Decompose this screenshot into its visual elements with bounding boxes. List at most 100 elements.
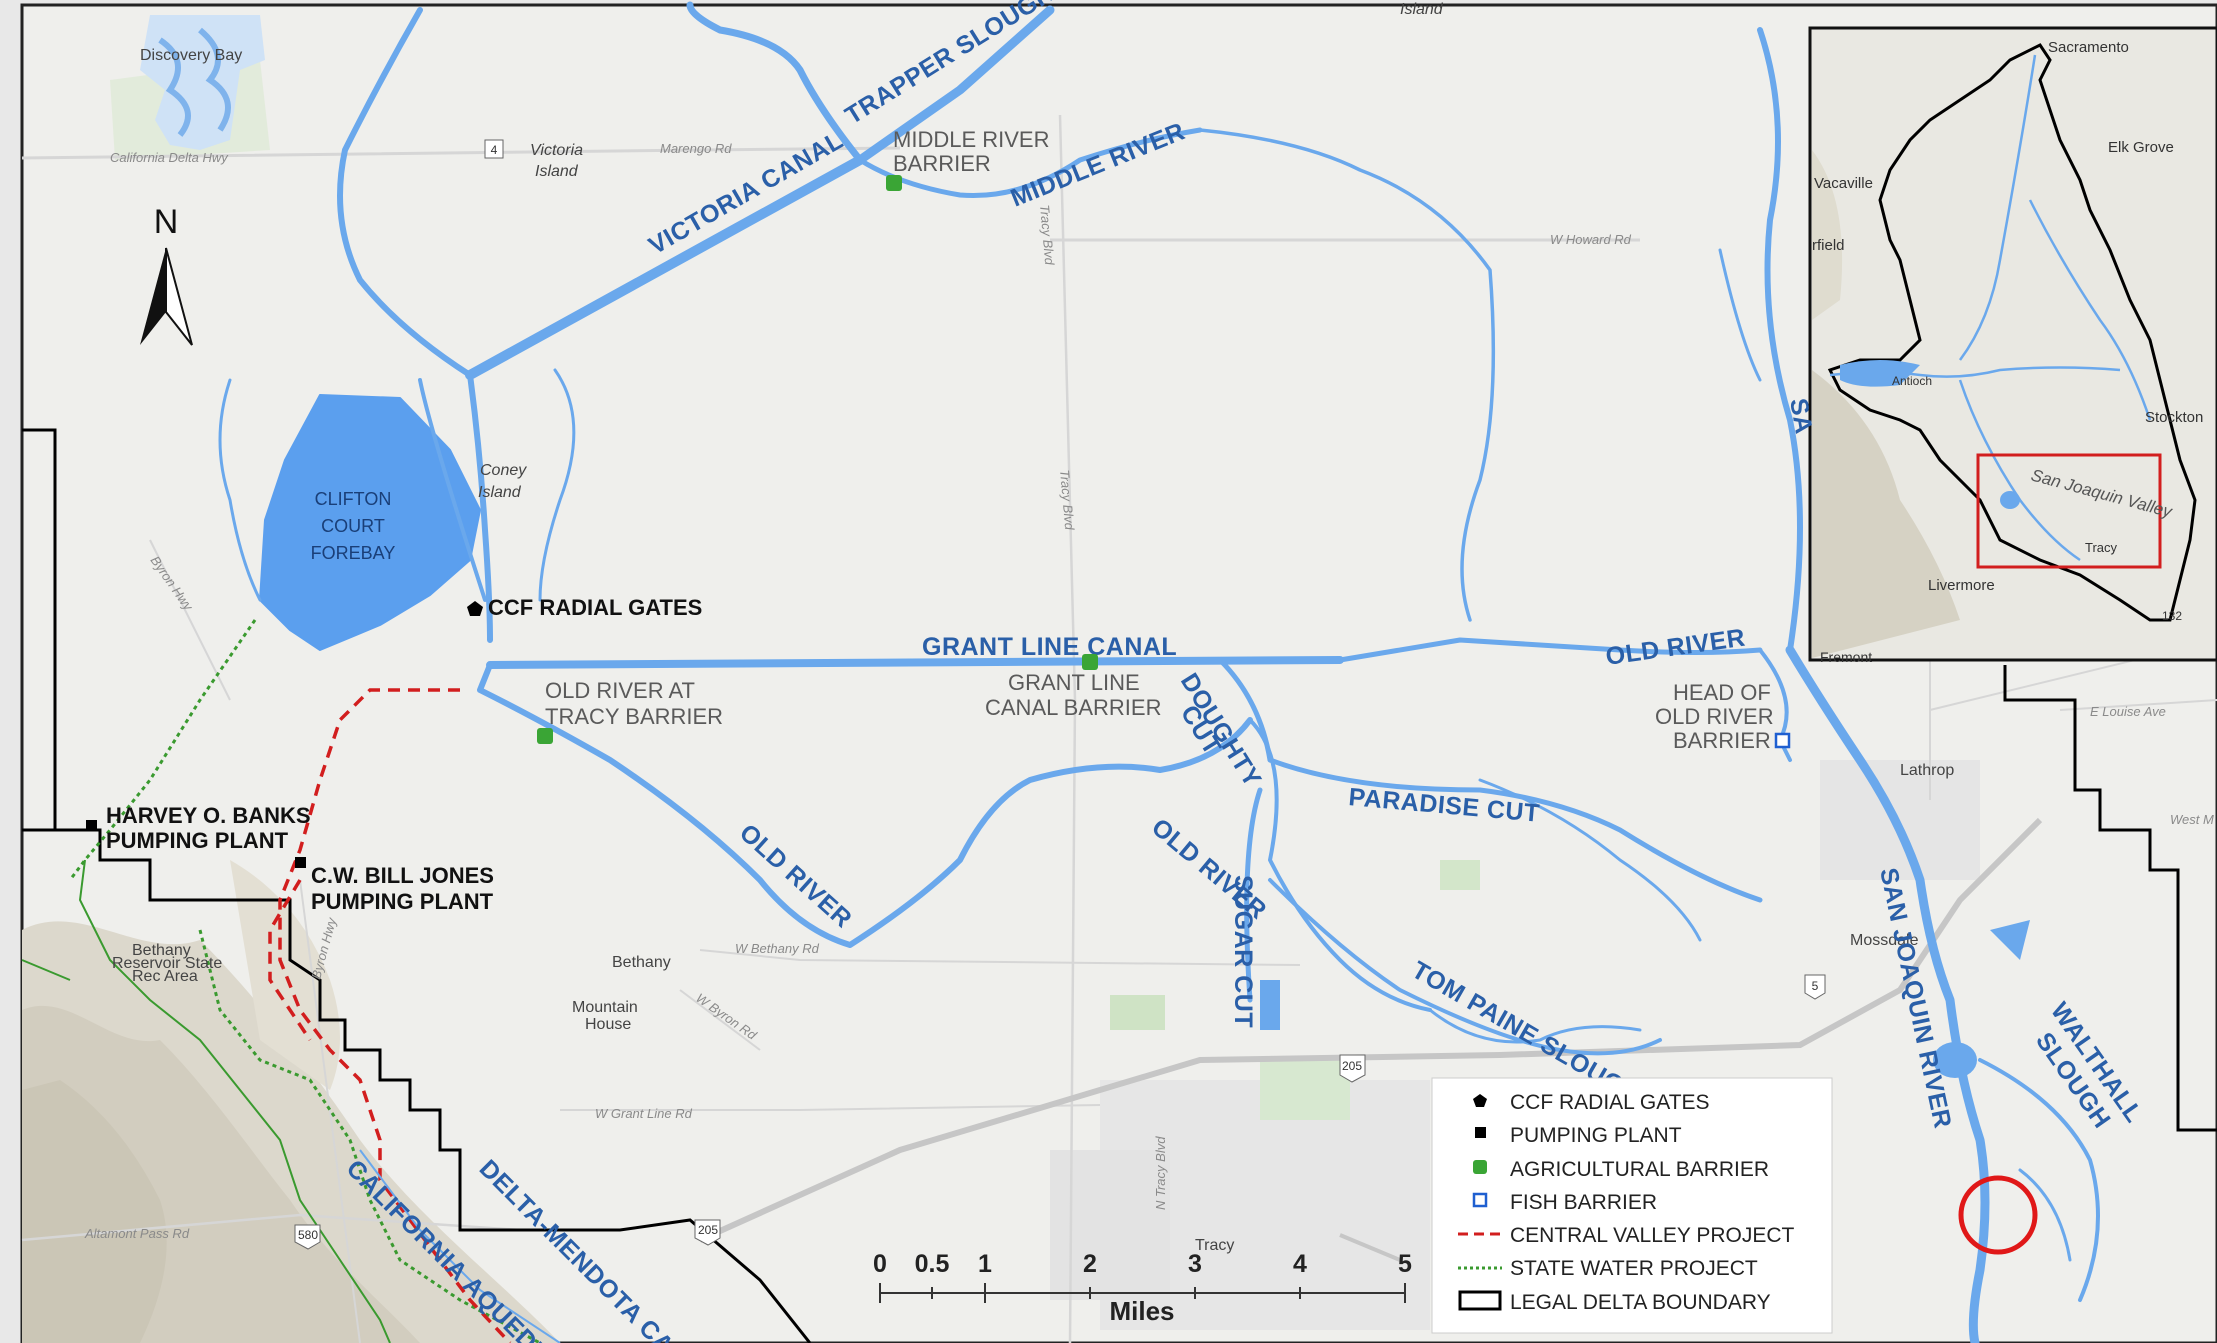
inset-focus-box bbox=[1976, 453, 2162, 569]
legend-item-label: CENTRAL VALLEY PROJECT bbox=[1510, 1224, 1795, 1247]
inset-label: SA bbox=[1784, 396, 1818, 436]
head-old-river-fish-barrier-marker bbox=[1774, 732, 1791, 749]
sugar-cut-label: SUGAR CUT bbox=[1229, 875, 1257, 1028]
svg-text:CLIFTON: CLIFTON bbox=[315, 489, 392, 509]
scale-unit: Miles bbox=[1109, 1296, 1174, 1326]
svg-text:COURT: COURT bbox=[321, 516, 385, 536]
north-label: N bbox=[154, 203, 179, 241]
canal-linework bbox=[359, 1149, 561, 1343]
svg-text:FOREBAY: FOREBAY bbox=[311, 543, 396, 563]
grant-line-canal-label: GRANT LINE CANAL bbox=[922, 633, 1177, 661]
legend-item-label: CCF RADIAL GATES bbox=[1510, 1091, 1710, 1114]
svg-text:C.W. BILL JONES: C.W. BILL JONES bbox=[311, 863, 494, 888]
scale-tick: 1 bbox=[978, 1250, 992, 1278]
urban-areas bbox=[1050, 760, 1980, 1330]
roads bbox=[21, 114, 2217, 1343]
place-label: Bethany bbox=[612, 954, 671, 971]
place-label: Mountain bbox=[572, 999, 638, 1016]
inset-map: Sacramento Elk Grove Vacaville rfield An… bbox=[1784, 26, 2217, 665]
inset-label: 132 bbox=[2162, 609, 2182, 623]
road-label: California Delta Hwy bbox=[110, 150, 229, 165]
legend-item-label: LEGAL DELTA BOUNDARY bbox=[1510, 1291, 1771, 1314]
place-label: Lathrop bbox=[1900, 762, 1954, 779]
scale-tick: 4 bbox=[1293, 1250, 1307, 1278]
facility-symbols bbox=[86, 175, 1791, 868]
facility-labels: CCF RADIAL GATES HARVEY O. BANKS PUMPING… bbox=[106, 595, 702, 914]
place-label: Discovery Bay bbox=[140, 47, 242, 64]
place-label: Rec Area bbox=[132, 968, 198, 985]
place-label: Island bbox=[478, 484, 522, 501]
place-label: Bethany bbox=[132, 942, 191, 959]
svg-text:MIDDLE RIVER: MIDDLE RIVER bbox=[893, 127, 1049, 152]
place-labels: Discovery Bay Victoria Island Island Con… bbox=[112, 1, 1954, 1254]
state-water-project-solid bbox=[21, 859, 391, 1343]
road-label: W Bethany Rd bbox=[735, 941, 820, 956]
place-label: Mossdale bbox=[1850, 932, 1919, 949]
i-5-shield: 5 bbox=[1812, 979, 1819, 993]
inset-label: Antioch bbox=[1892, 374, 1932, 388]
road-label: W Howard Rd bbox=[1550, 232, 1632, 247]
svg-text:PUMPING PLANT: PUMPING PLANT bbox=[106, 828, 289, 853]
north-arrow: N bbox=[140, 203, 193, 346]
legend-item-label: AGRICULTURAL BARRIER bbox=[1510, 1158, 1769, 1181]
forebay-label: CLIFTON COURT FOREBAY bbox=[311, 489, 396, 563]
scale-bar: 0 0.5 1 2 3 4 5 Miles bbox=[873, 1250, 1412, 1326]
svg-text:HARVEY O. BANKS: HARVEY O. BANKS bbox=[106, 803, 311, 828]
place-label: Island bbox=[1400, 1, 1444, 18]
waterways bbox=[218, 1, 2100, 1343]
highway-shields: 4 205 5 580 205 bbox=[294, 139, 1826, 1250]
legend-item-label: STATE WATER PROJECT bbox=[1510, 1257, 1758, 1280]
inset-label: Fremont bbox=[1820, 649, 1872, 665]
inset-label: Stockton bbox=[2145, 409, 2203, 426]
road-label: E Louise Ave bbox=[2090, 704, 2166, 719]
legend-item-label: PUMPING PLANT bbox=[1510, 1124, 1682, 1147]
grant-line-barrier-marker bbox=[1082, 654, 1098, 670]
road-label: Tracy Blvd bbox=[1037, 204, 1057, 266]
svg-text:GRANT LINE: GRANT LINE bbox=[1008, 670, 1140, 695]
place-label: Island bbox=[535, 163, 579, 180]
legend-item-label: FISH BARRIER bbox=[1510, 1191, 1657, 1214]
scale-tick: 2 bbox=[1083, 1250, 1097, 1278]
svg-text:CCF RADIAL GATES: CCF RADIAL GATES bbox=[488, 595, 702, 620]
place-label: Reservoir State bbox=[112, 955, 222, 972]
inset-label: Tracy bbox=[2085, 540, 2118, 555]
svg-text:PUMPING PLANT: PUMPING PLANT bbox=[311, 889, 494, 914]
scale-tick: 0 bbox=[873, 1250, 887, 1278]
svg-text:TRACY BARRIER: TRACY BARRIER bbox=[545, 704, 723, 729]
svg-text:BARRIER: BARRIER bbox=[1673, 728, 1771, 753]
i-205b-shield: 205 bbox=[698, 1223, 718, 1237]
svg-text:CANAL BARRIER: CANAL BARRIER bbox=[985, 695, 1161, 720]
discovery-bay-water bbox=[140, 15, 265, 150]
i-205-shield: 205 bbox=[1342, 1059, 1362, 1073]
scale-tick: 5 bbox=[1398, 1250, 1412, 1278]
middle-river-barrier-marker bbox=[886, 175, 902, 191]
place-label: Coney bbox=[480, 462, 527, 479]
jones-plant-marker bbox=[295, 857, 306, 868]
inset-label: rfield bbox=[1812, 237, 1845, 254]
central-valley-project bbox=[268, 688, 512, 1343]
place-label: Victoria bbox=[530, 142, 583, 159]
svg-text:BARRIER: BARRIER bbox=[893, 151, 991, 176]
road-label: Tracy Blvd bbox=[1057, 469, 1077, 531]
inset-label: Vacaville bbox=[1814, 175, 1873, 192]
scale-tick: 0.5 bbox=[915, 1250, 950, 1278]
ccf-radial-gates-marker bbox=[467, 601, 483, 616]
i-580-shield: 580 bbox=[298, 1228, 318, 1242]
scale-tick: 3 bbox=[1188, 1250, 1202, 1278]
legend: CCF RADIAL GATES PUMPING PLANT AGRICULTU… bbox=[1431, 1077, 1833, 1334]
barrier-labels: MIDDLE RIVER BARRIER OLD RIVER AT TRACY … bbox=[545, 127, 1774, 753]
clifton-court-forebay bbox=[259, 394, 481, 651]
road-label: West M bbox=[2170, 812, 2214, 827]
inset-label: Livermore bbox=[1928, 577, 1995, 594]
highlight-circle bbox=[1958, 1175, 2038, 1255]
svg-text:OLD RIVER: OLD RIVER bbox=[1655, 704, 1774, 729]
road-label: W Grant Line Rd bbox=[595, 1106, 693, 1121]
inset-label: Sacramento bbox=[2048, 39, 2129, 56]
old-river-tracy-barrier-marker bbox=[537, 728, 553, 744]
road-label: Altamont Pass Rd bbox=[84, 1226, 190, 1241]
svg-text:HEAD OF: HEAD OF bbox=[1673, 680, 1771, 705]
route-4-shield: 4 bbox=[491, 143, 498, 157]
water-pools bbox=[1260, 920, 2030, 1078]
svg-text:OLD RIVER AT: OLD RIVER AT bbox=[545, 678, 695, 703]
